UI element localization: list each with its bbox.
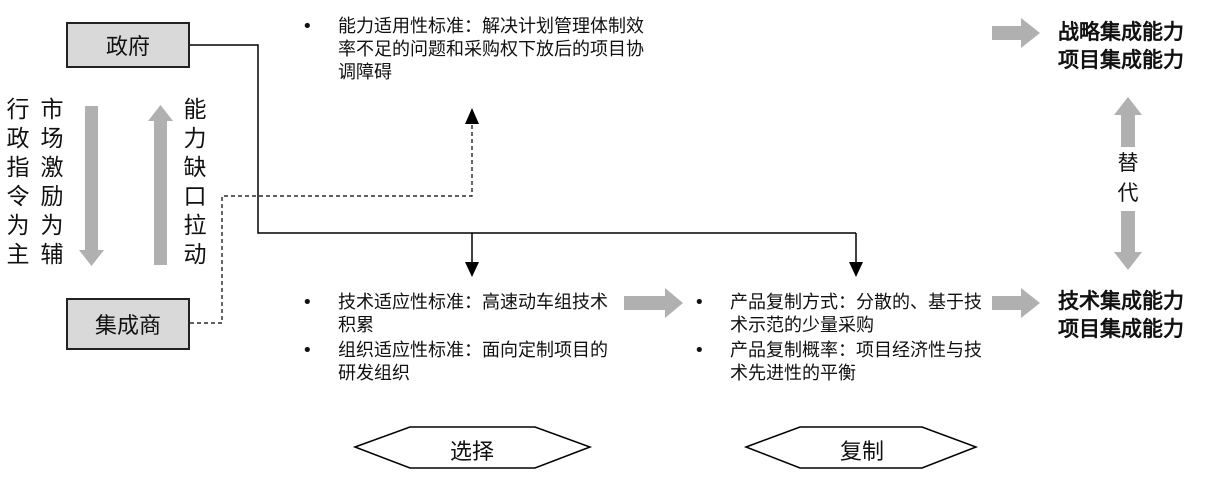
project-integration-label-bottom: 项目集成能力 <box>1058 317 1184 341</box>
org-standard-text: 组织适应性标准：面向定制项目的研发组织 <box>338 340 608 384</box>
strategic-integration-label: 战略集成能力 <box>1058 20 1184 44</box>
bullet-item: • 产品复制方式：分散的、基于技术示范的少量采购 <box>690 291 990 337</box>
bullet-dot: • <box>694 340 705 361</box>
capability-standard-text: 能力适用性标准：解决计划管理体制效率不足的问题和采购权下放后的项目协调障碍 <box>338 16 644 83</box>
bullet-dot: • <box>302 340 313 361</box>
select-label: 选择 <box>449 440 494 465</box>
product-replication-block: • 产品复制方式：分散的、基于技术示范的少量采购 • 产品复制概率：项目经济性与… <box>690 291 990 387</box>
bullet-item: • 组织适应性标准：面向定制项目的研发组织 <box>298 339 622 385</box>
tech-org-standard-block: • 技术适应性标准：高速动车组技术积累 • 组织适应性标准：面向定制项目的研发组… <box>298 291 622 387</box>
replication-mode-text: 产品复制方式：分散的、基于技术示范的少量采购 <box>730 292 982 336</box>
project-integration-label-top: 项目集成能力 <box>1058 48 1184 72</box>
bullet-item: • 技术适应性标准：高速动车组技术积累 <box>298 291 622 337</box>
replication-probability-text: 产品复制概率：项目经济性与技术先进性的平衡 <box>730 340 982 384</box>
arrowhead-to-capability <box>465 108 479 124</box>
bullet-item: • 能力适用性标准：解决计划管理体制效率不足的问题和采购权下放后的项目协调障碍 <box>298 15 650 84</box>
tech-standard-text: 技术适应性标准：高速动车组技术积累 <box>338 292 608 336</box>
bullet-item: • 产品复制概率：项目经济性与技术先进性的平衡 <box>690 339 990 385</box>
gray-arrow-mid-2 <box>992 288 1040 318</box>
arrowhead-to-tech <box>465 262 479 277</box>
replicate-diamond <box>743 426 979 469</box>
replace-label: 替代 <box>1117 151 1139 205</box>
market-incentive-label: 市场激励为辅 <box>40 97 64 268</box>
bullet-dot: • <box>694 292 705 313</box>
arrowhead-to-product <box>849 262 863 277</box>
admin-directive-label: 行政指令为主 <box>6 97 30 268</box>
tech-integration-label: 技术集成能力 <box>1058 289 1184 313</box>
integrator-dashed-line <box>190 124 473 324</box>
replace-double-arrow <box>1106 97 1150 270</box>
government-label: 政府 <box>105 35 150 60</box>
government-box: 政府 <box>66 22 190 68</box>
down-arrow-gray <box>79 106 104 266</box>
select-diamond <box>352 426 593 469</box>
gov-connector-line <box>190 44 856 234</box>
gray-arrow-mid-1 <box>624 288 683 318</box>
gray-arrow-top <box>992 18 1040 48</box>
replicate-label: 复制 <box>839 440 884 465</box>
integrator-label: 集成商 <box>94 314 161 339</box>
capability-standard-block: • 能力适用性标准：解决计划管理体制效率不足的问题和采购权下放后的项目协调障碍 <box>298 15 650 86</box>
integrator-box: 集成商 <box>66 298 190 350</box>
bullet-dot: • <box>302 292 313 313</box>
up-arrow-gray <box>148 105 173 265</box>
capability-gap-label: 能力缺口拉动 <box>183 97 207 268</box>
top-capability-labels: 战略集成能力 项目集成能力 <box>1058 18 1184 74</box>
bottom-capability-labels: 技术集成能力 项目集成能力 <box>1058 287 1184 343</box>
bullet-dot: • <box>302 16 313 37</box>
